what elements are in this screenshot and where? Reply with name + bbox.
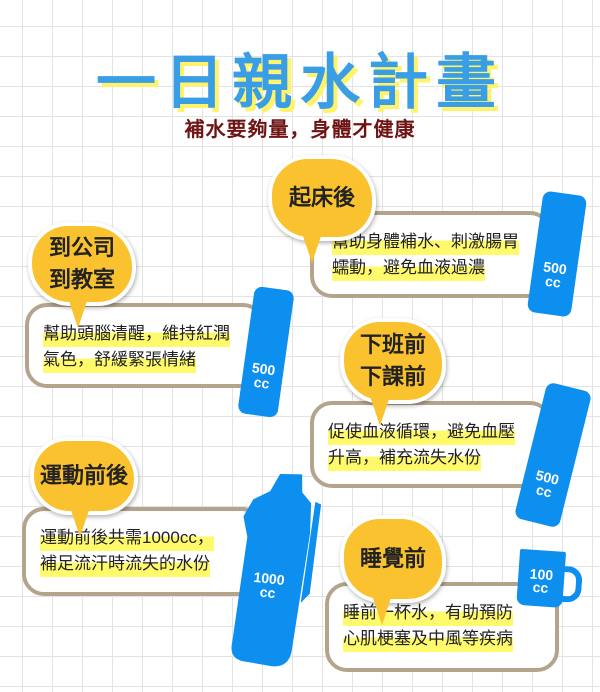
label-bubble-exercise: 運動前後 (30, 437, 138, 537)
info-line: 補足流汗時流失的水份 (40, 551, 210, 577)
bubble-tail (370, 396, 390, 426)
unit: cc (259, 583, 277, 602)
info-line: 升高，補充流失水份 (328, 445, 481, 471)
bubble-label-line: 下課前 (359, 364, 426, 389)
page-subtitle: 補水要夠量，身體才健康 (184, 119, 416, 141)
info-line: 運動前後共需1000cc， (40, 525, 214, 551)
bubble-label-line: 到公司 (48, 235, 115, 260)
info-line: 睡前一杯水，有助預防 (343, 600, 513, 626)
info-line: 氣色，舒緩緊張情緒 (43, 347, 196, 373)
bubble-tail (372, 595, 392, 625)
bubble-label: 下班前下課前 (360, 329, 426, 393)
bubble-tail (302, 233, 322, 263)
unit: cc (534, 481, 554, 501)
info-line: 心肌梗塞及中風等疾病 (343, 626, 513, 652)
bubble-label-line: 下班前 (359, 332, 426, 357)
label-bubble-arrive-work: 到公司到教室 (28, 222, 136, 328)
bubble-tail (70, 507, 90, 537)
info-box-exercise: 運動前後共需1000cc， 補足流汗時流失的水份 (22, 507, 264, 596)
bubble-label: 到公司到教室 (49, 232, 115, 296)
label-bubble-after-work: 下班前下課前 (340, 318, 446, 426)
info-box-after-work: 促使血液循環，避免血壓 升高，補充流失水份 (310, 401, 552, 488)
label-bubble-wake-up: 起床後 (268, 155, 376, 263)
bubble-label: 運動前後 (39, 463, 128, 488)
unit: cc (532, 578, 549, 596)
bubble-tail (68, 298, 88, 328)
bubble-label: 睡覺前 (359, 546, 426, 571)
page-title: 一日親水計畫 (96, 49, 504, 116)
unit: cc (544, 272, 562, 291)
info-line: 促使血液循環，避免血壓 (328, 419, 515, 445)
info-line: 蠕動，避免血液過濃 (332, 255, 485, 281)
unit: cc (252, 373, 271, 392)
label-bubble-bedtime: 睡覺前 (340, 515, 446, 625)
bubble-label: 起床後 (288, 185, 355, 210)
info-line: 幫助身體補水、刺激腸胃 (332, 229, 519, 255)
bubble-label-line: 到教室 (48, 267, 115, 292)
info-box-arrive-work: 幫助頭腦清醒，維持紅潤 氣色，舒緩緊張情緒 (25, 303, 265, 388)
info-box-wake-up: 幫助身體補水、刺激腸胃 蠕動，避免血液過濃 (310, 211, 552, 298)
